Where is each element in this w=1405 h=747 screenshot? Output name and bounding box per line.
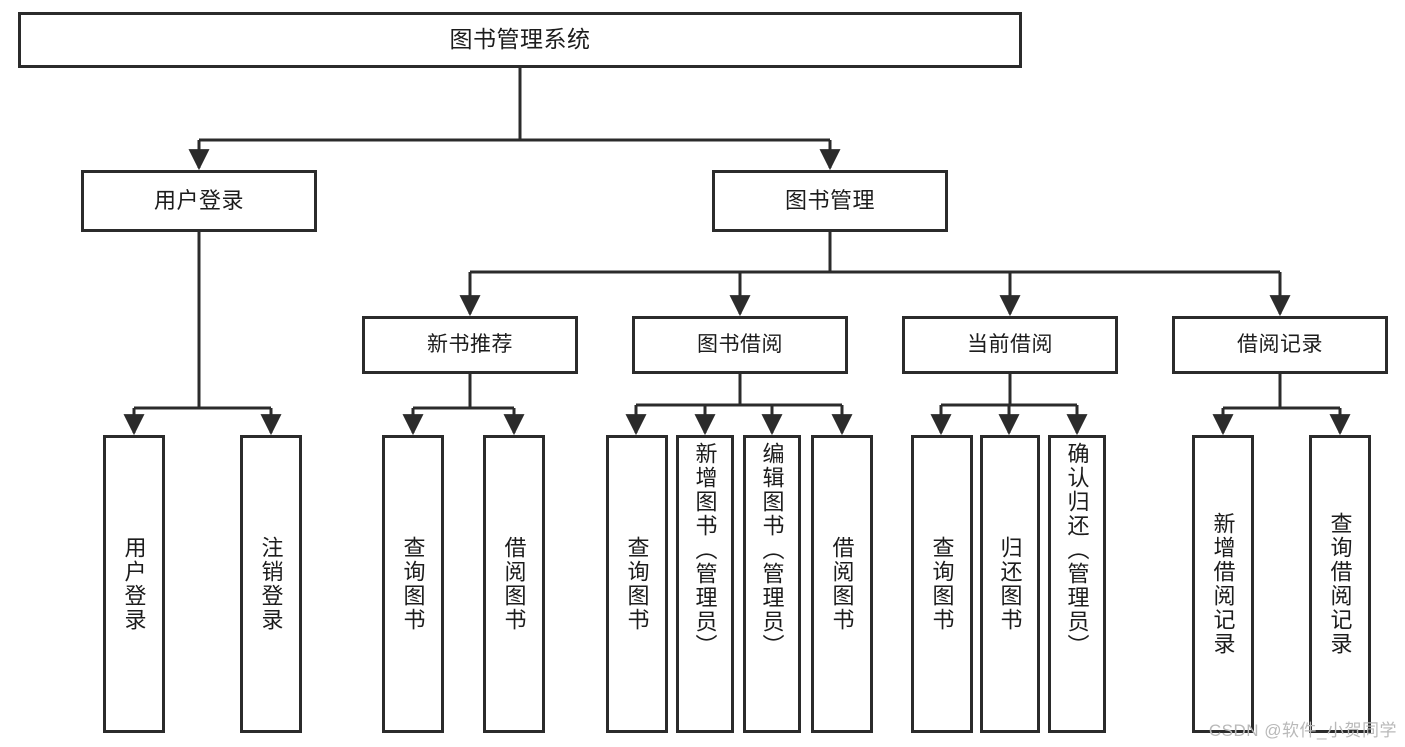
- node-leaf-query-book-1-label: 查询图书: [400, 536, 426, 632]
- node-root-label: 图书管理系统: [449, 26, 591, 53]
- node-user-login[interactable]: 用户登录: [81, 170, 317, 232]
- node-leaf-confirm-return-label: 确认归还（管理员）: [1064, 442, 1090, 658]
- node-book-manage[interactable]: 图书管理: [712, 170, 948, 232]
- node-leaf-logout-label: 注销登录: [258, 536, 284, 632]
- node-leaf-query-book-2[interactable]: 查询图书: [606, 435, 668, 733]
- node-user-login-label: 用户登录: [153, 188, 244, 214]
- node-new-book-rec-label: 新书推荐: [427, 332, 513, 356]
- node-leaf-edit-book[interactable]: 编辑图书（管理员）: [743, 435, 801, 733]
- node-leaf-borrow-book-2[interactable]: 借阅图书: [811, 435, 873, 733]
- node-current-borrow-label: 当前借阅: [967, 332, 1053, 356]
- node-new-book-rec[interactable]: 新书推荐: [362, 316, 578, 374]
- node-leaf-query-book-2-label: 查询图书: [624, 536, 650, 632]
- node-leaf-borrow-book-1-label: 借阅图书: [501, 536, 527, 632]
- node-leaf-confirm-return[interactable]: 确认归还（管理员）: [1048, 435, 1106, 733]
- node-leaf-query-book-1[interactable]: 查询图书: [382, 435, 444, 733]
- node-leaf-edit-book-label: 编辑图书（管理员）: [759, 442, 785, 658]
- node-leaf-add-book-label: 新增图书（管理员）: [692, 442, 718, 658]
- node-leaf-add-record[interactable]: 新增借阅记录: [1192, 435, 1254, 733]
- node-book-borrow-label: 图书借阅: [697, 332, 783, 356]
- node-leaf-logout[interactable]: 注销登录: [240, 435, 302, 733]
- node-book-borrow[interactable]: 图书借阅: [632, 316, 848, 374]
- node-leaf-add-record-label: 新增借阅记录: [1210, 512, 1236, 656]
- node-leaf-borrow-book-1[interactable]: 借阅图书: [483, 435, 545, 733]
- node-leaf-return-book[interactable]: 归还图书: [980, 435, 1040, 733]
- node-leaf-user-login[interactable]: 用户登录: [103, 435, 165, 733]
- node-root[interactable]: 图书管理系统: [18, 12, 1022, 68]
- node-borrow-record-label: 借阅记录: [1237, 332, 1323, 356]
- node-leaf-query-book-3-label: 查询图书: [929, 536, 955, 632]
- node-leaf-query-book-3[interactable]: 查询图书: [911, 435, 973, 733]
- node-leaf-query-record[interactable]: 查询借阅记录: [1309, 435, 1371, 733]
- node-leaf-add-book[interactable]: 新增图书（管理员）: [676, 435, 734, 733]
- node-leaf-borrow-book-2-label: 借阅图书: [829, 536, 855, 632]
- watermark-text: CSDN @软件_小贺同学: [1208, 721, 1397, 740]
- node-leaf-user-login-label: 用户登录: [121, 536, 147, 632]
- node-borrow-record[interactable]: 借阅记录: [1172, 316, 1388, 374]
- node-current-borrow[interactable]: 当前借阅: [902, 316, 1118, 374]
- node-leaf-return-book-label: 归还图书: [997, 536, 1023, 632]
- node-leaf-query-record-label: 查询借阅记录: [1327, 512, 1353, 656]
- node-book-manage-label: 图书管理: [784, 188, 875, 214]
